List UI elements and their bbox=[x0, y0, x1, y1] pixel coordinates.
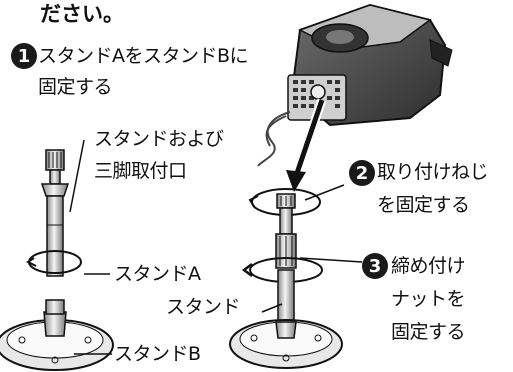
step3-number-badge: 3 bbox=[362, 253, 388, 279]
step2-number-badge: 2 bbox=[349, 160, 375, 186]
stand-a-label: スタンドA bbox=[114, 263, 201, 285]
stand-b-illustration bbox=[0, 299, 114, 371]
stand-a-illustration bbox=[26, 149, 82, 277]
mount-label-line2: 三脚取付口 bbox=[94, 160, 187, 182]
step2-text-line2: を固定する bbox=[377, 194, 470, 216]
step3-text-line1: 締め付け bbox=[391, 255, 466, 277]
stand-b-label: スタンドB bbox=[114, 343, 201, 365]
stand-label: スタンド bbox=[166, 296, 241, 318]
step1-text-line2: 固定する bbox=[38, 76, 113, 98]
step1-number-badge: 1 bbox=[11, 43, 37, 69]
step3-text-line2: ナットを bbox=[391, 288, 466, 310]
heading-text: ださい。 bbox=[40, 2, 124, 26]
mount-label-line1: スタンドおよび bbox=[94, 128, 224, 150]
camera-illustration bbox=[257, 3, 453, 167]
step2-text-line1: 取り付けねじ bbox=[377, 161, 489, 183]
step3-text-line3: 固定する bbox=[391, 321, 466, 343]
step1-text-line1: スタンドAをスタンドBに bbox=[38, 45, 249, 67]
assembled-stand-illustration bbox=[229, 188, 343, 369]
leader-lines bbox=[69, 139, 363, 355]
